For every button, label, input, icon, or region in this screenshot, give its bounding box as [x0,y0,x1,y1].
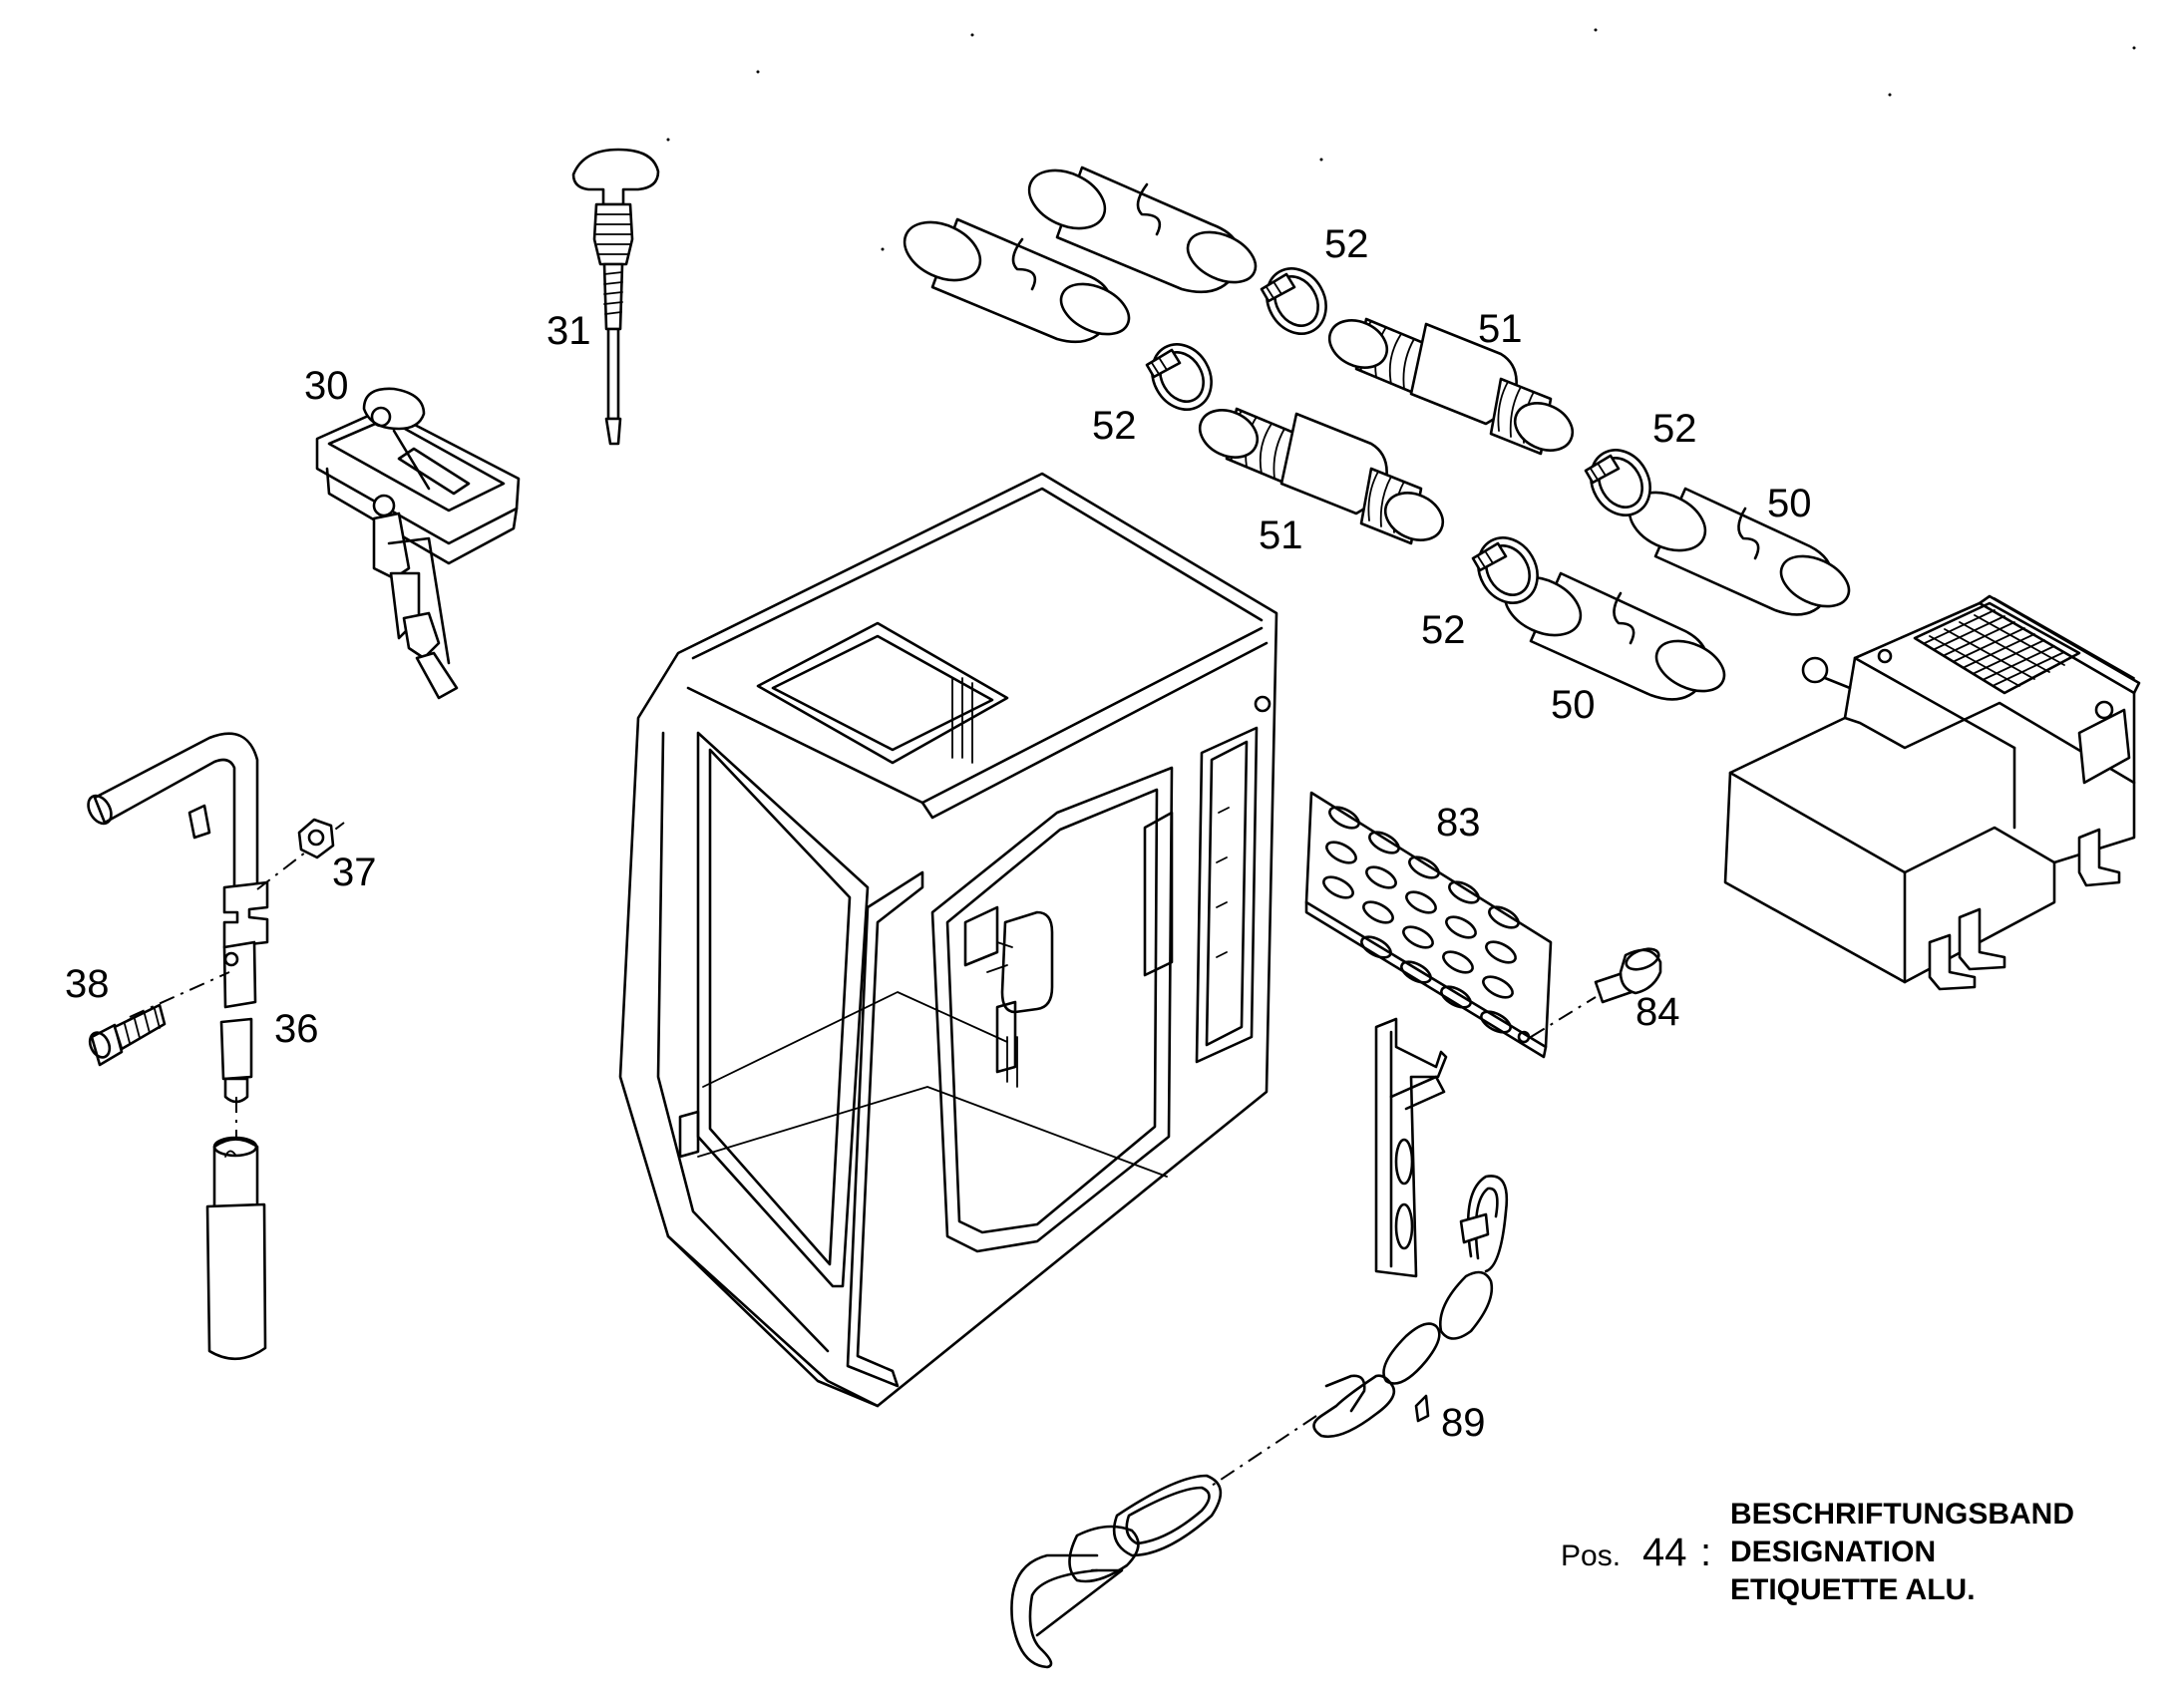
label-52-right: 52 [1652,407,1697,451]
hose-segment-right-1 [1628,487,1851,616]
grille-slots [1322,806,1520,1034]
scan-dots [666,28,2136,251]
label-52-left: 52 [1092,404,1137,448]
part-30-lever-unit [315,387,521,700]
legend-colon: : [1700,1531,1711,1574]
label-51-lower: 51 [1259,513,1303,557]
label-52-bottom: 52 [1421,608,1466,652]
hose-clamp-52-right [1584,449,1651,516]
label-50-right: 50 [1767,482,1812,525]
legend-pos-number: 44 [1642,1531,1687,1574]
hose-connector-51-lower [1198,407,1445,545]
part-36-handle-rod [87,732,345,1361]
heater-unit [1723,594,2141,991]
legend-line-2: DESIGNATION [1730,1536,1936,1568]
part-31-knob-cable [571,148,660,446]
hose-clamp-52-left [1145,343,1213,411]
label-83: 83 [1436,801,1481,845]
label-31: 31 [546,309,591,353]
part-84-screw [1594,947,1662,1004]
label-84: 84 [1635,990,1680,1034]
part-number-labels: 30 31 36 37 38 50 50 51 51 52 52 52 52 8… [65,222,1812,1445]
label-50-bottom: 50 [1551,683,1596,727]
part-37-nut [297,818,335,859]
legend-line-1: BESCHRIFTUNGSBAND [1730,1498,2074,1531]
label-37: 37 [332,851,377,894]
operator-cab [618,472,1278,1408]
mounting-bracket [1374,1017,1448,1278]
hose-segment-top-2 [903,217,1131,344]
legend-position-44: Pos. 44 : BESCHRIFTUNGSBAND DESIGNATION … [1561,1498,2074,1606]
label-51-upper: 51 [1478,307,1523,351]
legend-pos-prefix: Pos. [1561,1539,1621,1572]
label-52-top: 52 [1324,222,1369,266]
label-38: 38 [65,962,110,1006]
label-89: 89 [1441,1401,1486,1445]
legend-line-3: ETIQUETTE ALU. [1730,1573,1976,1606]
hose-connector-51-upper [1327,317,1575,456]
label-36: 36 [274,1007,319,1051]
part-83-grille-panel [1304,791,1597,1059]
part-38-bolt [88,1003,167,1067]
hose-clamp-52-bottom [1471,536,1539,604]
hose-clamp-52-top [1260,267,1327,335]
hose-segment-top-1 [1027,166,1258,294]
label-30: 30 [304,364,349,408]
part-89-chain [1010,1175,1509,1669]
